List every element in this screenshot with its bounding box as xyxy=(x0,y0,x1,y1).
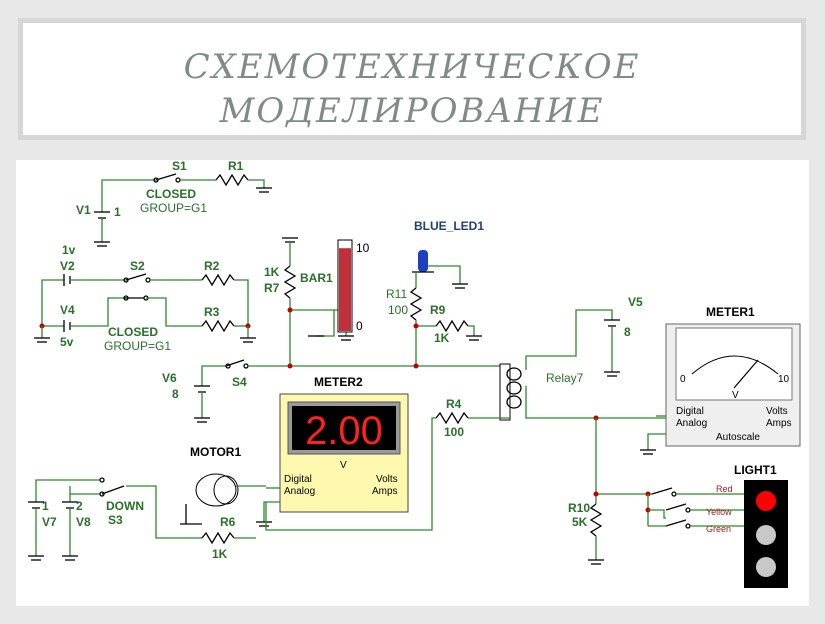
s2-group-label: GROUP=G1 xyxy=(104,339,171,353)
blue-led-icon xyxy=(418,250,428,272)
r4-value: 100 xyxy=(444,425,464,439)
meter1-needle xyxy=(733,359,759,389)
v8-number: 2 xyxy=(76,499,83,513)
r7-label: R7 xyxy=(264,281,280,295)
r11-value: 100 xyxy=(388,303,408,317)
meter1-amps-label: Amps xyxy=(766,418,792,429)
r6-value: 1K xyxy=(212,547,228,561)
s2-label: S2 xyxy=(130,259,145,273)
r4-label: R4 xyxy=(446,397,462,411)
meter1-analog-label: Analog xyxy=(676,418,707,429)
red-wire-label: Red xyxy=(716,484,733,494)
traffic-light-circuit xyxy=(588,418,788,588)
v1-s1-r1-circuit xyxy=(94,173,272,247)
meter2-amps-label: Amps xyxy=(372,486,398,497)
bar1-label: BAR1 xyxy=(300,271,333,285)
v4-value: 5v xyxy=(60,335,74,349)
bar-max-label: 10 xyxy=(356,241,370,255)
relay-label: Relay7 xyxy=(546,371,584,385)
v6-label: V6 xyxy=(162,371,177,385)
v7-number: 1 xyxy=(42,499,49,513)
motor-circuit xyxy=(28,473,266,561)
meter1-digital-label: Digital xyxy=(676,406,704,417)
v6-s4-bus xyxy=(194,359,490,423)
r7-value: 1K xyxy=(264,265,280,279)
s1-label: S1 xyxy=(172,160,187,173)
relay-circuit xyxy=(490,309,666,421)
v1-label: V1 xyxy=(76,203,91,217)
meter1-volts-label: Volts xyxy=(766,406,788,417)
v7-label: V7 xyxy=(42,515,57,529)
title-line-1: СХЕМОТЕХНИЧЕСКОЕ xyxy=(183,47,641,87)
red-lamp-icon xyxy=(756,491,776,511)
title-line-2: МОДЕЛИРОВАНИЕ xyxy=(219,91,605,131)
r2-label: R2 xyxy=(204,259,220,273)
blue-led-circuit xyxy=(409,250,482,366)
meter1-autoscale-label: Autoscale xyxy=(716,432,760,443)
r11-label: R11 xyxy=(386,287,407,301)
slide-title: СХЕМОТЕХНИЧЕСКОЕ МОДЕЛИРОВАНИЕ xyxy=(23,45,801,133)
yellow-wire-label: Yellow xyxy=(706,507,732,517)
r9-label: R9 xyxy=(430,303,446,317)
bar-graph-fill xyxy=(339,248,351,331)
motor-icon xyxy=(195,473,237,507)
s1-group-label: GROUP=G1 xyxy=(140,201,207,215)
yellow-lamp-icon xyxy=(756,525,776,545)
s4-label: S4 xyxy=(232,375,247,389)
circuit-diagram: S1 R1 CLOSED GROUP=G1 V1 1 1v V2 S2 R2 V… xyxy=(28,159,801,588)
meter2-label: METER2 xyxy=(314,375,363,389)
meter1-instrument xyxy=(640,323,801,455)
v4-label: V4 xyxy=(60,303,75,317)
bar-graph-circuit xyxy=(282,237,354,366)
meter2-digital-label: Digital xyxy=(284,474,312,485)
meter2-display: 2.00 xyxy=(305,409,383,453)
v2-label: V2 xyxy=(60,259,75,273)
schematic-canvas: S1 R1 CLOSED GROUP=G1 V1 1 1v V2 S2 R2 V… xyxy=(16,159,809,606)
s1-state-label: CLOSED xyxy=(146,187,196,201)
light1-label: LIGHT1 xyxy=(734,463,777,477)
v2-v4-circuit xyxy=(34,273,256,343)
meter2-analog-label: Analog xyxy=(284,486,315,497)
v5-value: 8 xyxy=(624,325,631,339)
r10-value: 5K xyxy=(572,515,588,529)
meter1-label: METER1 xyxy=(706,305,755,319)
blue-led-label: BLUE_LED1 xyxy=(414,219,484,233)
r6-label: R6 xyxy=(220,515,236,529)
v1-value: 1 xyxy=(114,205,121,219)
r3-label: R3 xyxy=(204,305,220,319)
s2-state-label: CLOSED xyxy=(108,325,158,339)
s3-state-label: DOWN xyxy=(106,499,144,513)
r1-label: R1 xyxy=(228,160,244,173)
v5-label: V5 xyxy=(628,295,643,309)
r10-label: R10 xyxy=(568,501,590,515)
green-wire-label: Green xyxy=(706,524,731,534)
title-box: СХЕМОТЕХНИЧЕСКОЕ МОДЕЛИРОВАНИЕ xyxy=(18,18,806,140)
meter1-unit-label: V xyxy=(732,390,739,401)
meter2-instrument xyxy=(256,393,409,527)
s3-label: S3 xyxy=(108,513,123,527)
r4-circuit xyxy=(265,411,490,531)
v6-value: 8 xyxy=(172,387,179,401)
v2-value: 1v xyxy=(62,243,76,257)
r9-value: 1K xyxy=(434,331,450,345)
meter1-min-label: 0 xyxy=(680,374,686,385)
meter1-max-label: 10 xyxy=(778,374,790,385)
bar-min-label: 0 xyxy=(356,319,363,333)
meter2-volts-label: Volts xyxy=(376,474,398,485)
motor-label: MOTOR1 xyxy=(190,445,241,459)
meter2-unit-label: V xyxy=(340,460,347,471)
green-lamp-icon xyxy=(756,557,776,577)
v8-label: V8 xyxy=(76,515,91,529)
